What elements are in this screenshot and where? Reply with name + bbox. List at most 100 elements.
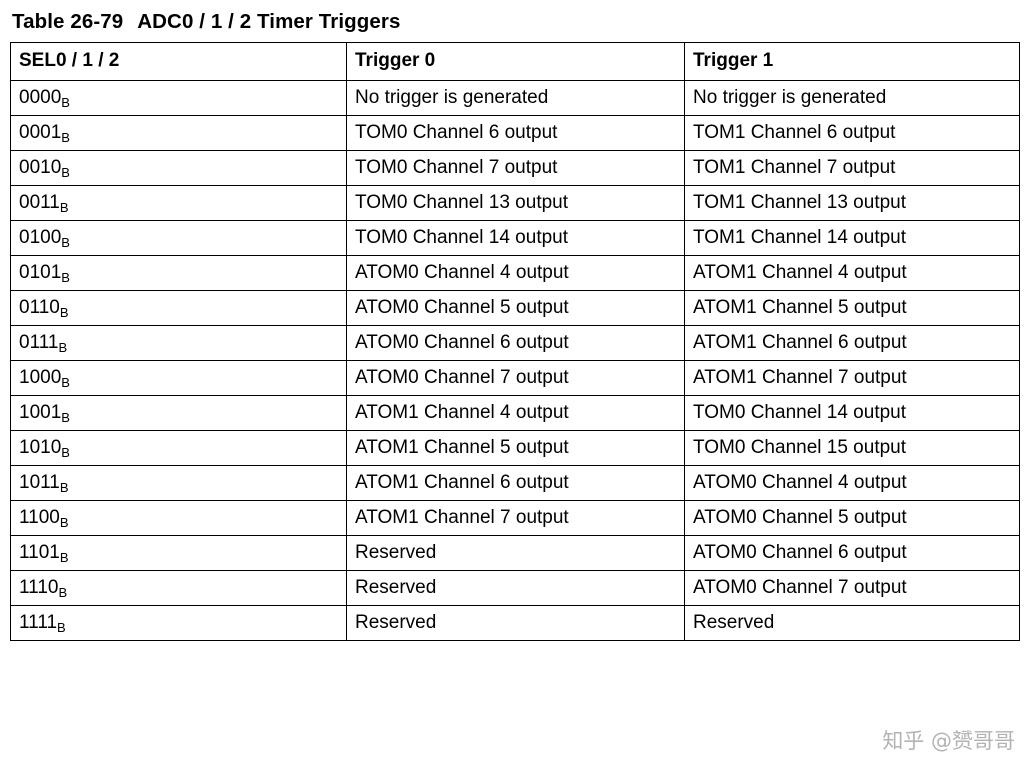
cell-trigger1: No trigger is generated — [684, 80, 1020, 116]
cell-sel: 1100B — [10, 500, 347, 536]
cell-sel: 0001B — [10, 115, 347, 151]
table-caption: Table 26-79 ADC0 / 1 / 2 Timer Triggers — [12, 10, 1019, 34]
cell-trigger1: ATOM1 Channel 4 output — [684, 255, 1020, 291]
cell-trigger1: ATOM1 Channel 6 output — [684, 325, 1020, 361]
sel-value: 1011 — [19, 471, 60, 493]
sel-value: 1010 — [19, 436, 62, 458]
sel-value: 0001 — [19, 121, 62, 143]
table-header: SEL0 / 1 / 2 Trigger 0 Trigger 1 — [10, 42, 1020, 81]
watermark: 知乎 @赟哥哥 — [882, 729, 1015, 753]
cell-trigger0: ATOM1 Channel 6 output — [346, 465, 685, 501]
cell-trigger1: Reserved — [684, 605, 1020, 641]
sel-value: 0010 — [19, 156, 62, 178]
sel-subscript: B — [61, 94, 70, 110]
sel-value: 1101 — [19, 541, 60, 563]
sel-subscript: B — [59, 479, 69, 495]
cell-trigger0: Reserved — [346, 605, 685, 641]
cell-trigger1: TOM0 Channel 15 output — [684, 430, 1020, 466]
sel-subscript: B — [61, 234, 70, 250]
sel-value: 1111 — [19, 611, 58, 633]
cell-trigger1: TOM1 Channel 7 output — [684, 150, 1020, 186]
cell-sel: 1101B — [10, 535, 347, 571]
sel-subscript: B — [61, 444, 70, 460]
sel-value: 0111 — [19, 331, 59, 353]
cell-trigger0: ATOM0 Channel 7 output — [346, 360, 685, 396]
sel-subscript: B — [59, 549, 69, 565]
cell-trigger1: TOM0 Channel 14 output — [684, 395, 1020, 431]
sel-value: 0011 — [19, 191, 60, 213]
table-caption-number: Table 26-79 — [12, 10, 124, 33]
cell-sel: 1000B — [10, 360, 347, 396]
column-header-trigger0: Trigger 0 — [346, 42, 685, 81]
column-header-trigger1: Trigger 1 — [684, 42, 1020, 81]
cell-trigger0: TOM0 Channel 14 output — [346, 220, 685, 256]
cell-trigger1: ATOM1 Channel 5 output — [684, 290, 1020, 326]
cell-trigger0: ATOM0 Channel 4 output — [346, 255, 685, 291]
cell-trigger0: ATOM1 Channel 4 output — [346, 395, 685, 431]
cell-sel: 0010B — [10, 150, 347, 186]
table-caption-title: ADC0 / 1 / 2 Timer Triggers — [137, 10, 401, 33]
cell-trigger0: No trigger is generated — [346, 80, 685, 116]
cell-trigger0: ATOM0 Channel 5 output — [346, 290, 685, 326]
table-header-row: SEL0 / 1 / 2 Trigger 0 Trigger 1 — [10, 42, 1020, 81]
sel-value: 1100 — [19, 506, 60, 528]
sel-subscript: B — [58, 339, 68, 355]
sel-value: 1110 — [19, 576, 59, 598]
sel-value: 0110 — [19, 296, 60, 318]
cell-trigger0: TOM0 Channel 13 output — [346, 185, 685, 221]
cell-sel: 1110B — [10, 570, 347, 606]
cell-trigger1: ATOM0 Channel 7 output — [684, 570, 1020, 606]
column-header-sel: SEL0 / 1 / 2 — [10, 42, 347, 81]
sel-subscript: B — [59, 304, 69, 320]
cell-sel: 1001B — [10, 395, 347, 431]
cell-trigger0: ATOM1 Channel 7 output — [346, 500, 685, 536]
sel-value: 1000 — [19, 366, 62, 388]
sel-subscript: B — [59, 199, 69, 215]
sel-subscript: B — [61, 164, 70, 180]
cell-sel: 0100B — [10, 220, 347, 256]
sel-subscript: B — [61, 129, 70, 145]
sel-value: 1001 — [19, 401, 62, 423]
cell-trigger1: TOM1 Channel 13 output — [684, 185, 1020, 221]
cell-trigger1: ATOM0 Channel 4 output — [684, 465, 1020, 501]
sel-subscript: B — [57, 619, 66, 635]
cell-sel: 0011B — [10, 185, 347, 221]
cell-trigger1: TOM1 Channel 14 output — [684, 220, 1020, 256]
cell-trigger0: TOM0 Channel 6 output — [346, 115, 685, 151]
cell-sel: 0111B — [10, 325, 347, 361]
sel-value: 0000 — [19, 86, 62, 108]
cell-trigger0: ATOM0 Channel 6 output — [346, 325, 685, 361]
sel-value: 0100 — [19, 226, 62, 248]
cell-trigger1: TOM1 Channel 6 output — [684, 115, 1020, 151]
cell-sel: 1011B — [10, 465, 347, 501]
sel-subscript: B — [59, 514, 69, 530]
cell-sel: 0000B — [10, 80, 347, 116]
cell-sel: 1010B — [10, 430, 347, 466]
cell-trigger1: ATOM1 Channel 7 output — [684, 360, 1020, 396]
cell-trigger0: ATOM1 Channel 5 output — [346, 430, 685, 466]
sel-subscript: B — [58, 584, 68, 600]
cell-trigger0: TOM0 Channel 7 output — [346, 150, 685, 186]
cell-trigger1: ATOM0 Channel 6 output — [684, 535, 1020, 571]
sel-value: 0101 — [19, 261, 62, 283]
cell-trigger0: Reserved — [346, 570, 685, 606]
cell-sel: 0101B — [10, 255, 347, 291]
cell-trigger0: Reserved — [346, 535, 685, 571]
